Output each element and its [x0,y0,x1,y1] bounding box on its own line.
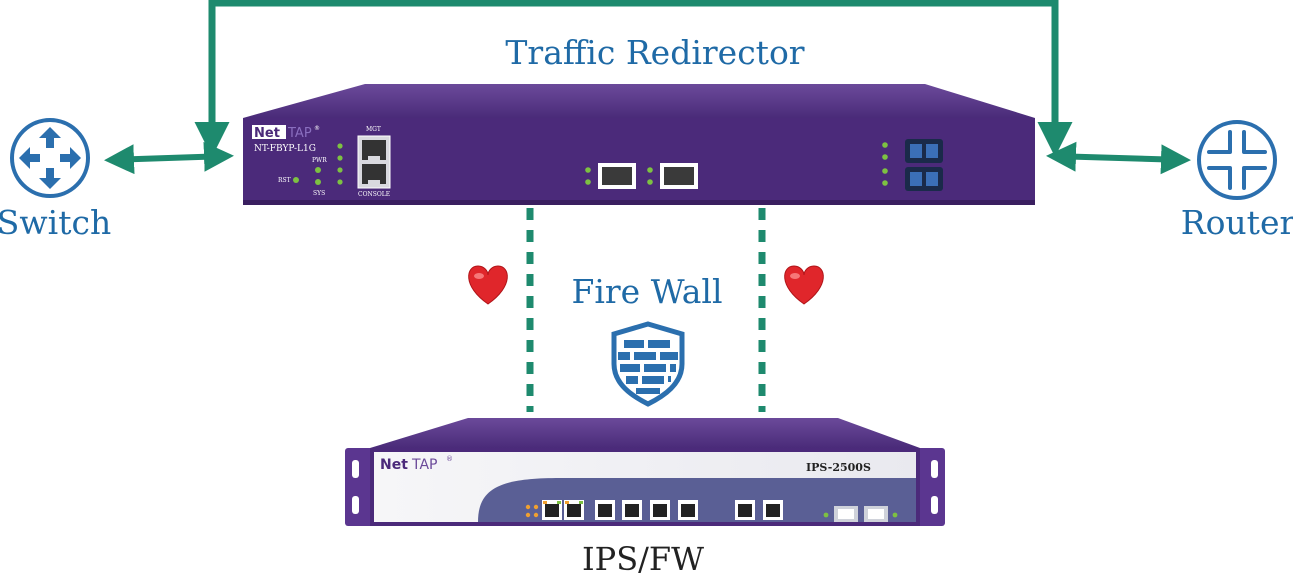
ips-ethernet-port-8 [763,500,783,520]
port-led-2 [337,155,343,161]
sfp-port-2 [660,163,698,189]
ips-ethernet-port-5 [650,500,670,520]
sfp-led-4 [647,179,653,185]
mgt-port [362,140,386,160]
ips-led-1 [525,504,531,510]
port-led-3 [337,167,343,173]
redirector-label-mgt: MGT [366,126,381,133]
heart-icon-left [468,265,508,305]
sfp-led-3 [647,167,653,173]
ips-sfp-port-1 [834,506,858,522]
redirector-label-pwr: PWR [312,157,327,164]
switch-icon [10,118,90,198]
ips-model: IPS-2500S [806,461,871,474]
ips-reg-mark: ® [446,455,453,463]
ips-ethernet-port-2 [564,500,584,520]
sfp-led-2 [585,179,591,185]
ips-fw-label: IPS/FW [582,540,704,578]
switch-label: Switch [0,203,111,242]
ips-led-2 [533,504,539,510]
sfp-port-1 [598,163,636,189]
fire-wall-label: Fire Wall [571,272,722,311]
router-label: Router [1181,203,1293,242]
sfp-led-1 [585,167,591,173]
ips-ethernet-port-7 [735,500,755,520]
redirector-label-sys: SYS [313,190,325,197]
fiber-led-3 [882,168,888,174]
fiber-led-4 [882,180,888,186]
redirector-label-console: CONSOLE [358,191,390,198]
ips-ethernet-port-4 [622,500,642,520]
fiber-led-1 [882,142,888,148]
ips-led-4 [533,512,539,518]
router-link [1046,141,1191,175]
ips-ethernet-port-1 [542,500,562,520]
firewall-shield-icon [611,321,685,407]
bypass-loop-link [194,0,1073,157]
pwr-led [315,167,321,173]
rack-ear-left [345,448,373,526]
ips-sfp-led-2 [892,512,898,518]
heart-icon-right [784,265,824,305]
traffic-redirector-device: Net TAP ® NT-FBYP-L1G RST PWR SYS MGT CO… [243,84,1035,205]
ips-sfp-led-1 [823,512,829,518]
port-led-1 [337,143,343,149]
ips-ethernet-port-3 [595,500,615,520]
sys-led [315,179,321,185]
ips-led-3 [525,512,531,518]
ips-brand-net: Net [380,457,408,473]
rst-led [293,177,299,183]
redirector-brand-net: Net [254,126,280,141]
port-led-4 [337,179,343,185]
console-port [362,164,386,184]
fiber-port-bottom [905,167,943,191]
ips-ethernet-port-6 [678,500,698,520]
traffic-redirector-label: Traffic Redirector [505,33,804,72]
router-icon [1197,120,1277,200]
redirector-brand-tap: TAP [287,126,312,141]
switch-link [104,141,234,175]
ips-device: Net TAP ® IPS-2500S [345,418,945,526]
fiber-led-2 [882,154,888,160]
fiber-port-top [905,139,943,163]
redirector-model: NT-FBYP-L1G [254,144,316,154]
redirector-label-rst: RST [278,177,291,184]
redirector-reg-mark: ® [314,125,320,132]
ips-sfp-port-2 [864,506,888,522]
rack-ear-right [917,448,945,526]
ips-brand-tap: TAP [411,457,437,473]
